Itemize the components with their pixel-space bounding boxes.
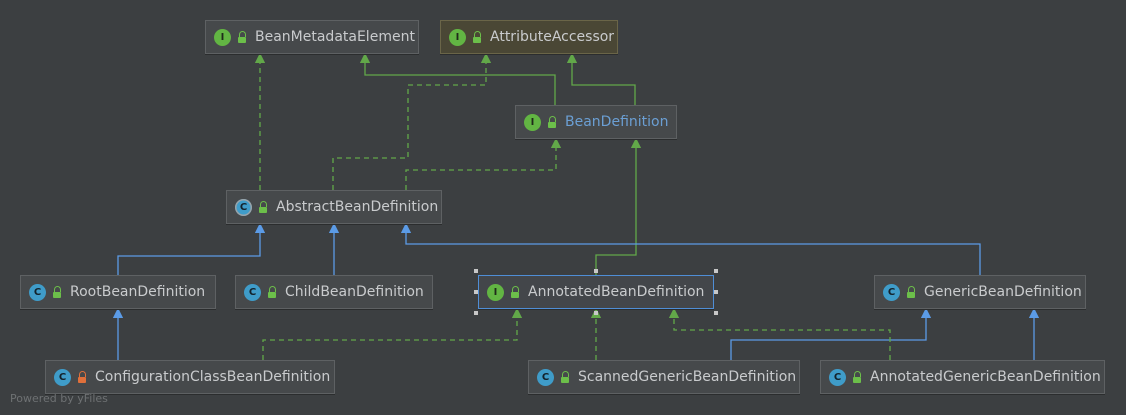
selection-handle[interactable]: [714, 290, 718, 294]
public-lock-icon: [547, 116, 557, 128]
node-label: ScannedGenericBeanDefinition: [578, 369, 797, 385]
public-lock-icon: [906, 286, 916, 298]
node-label: AnnotatedGenericBeanDefinition: [870, 369, 1101, 385]
edge-configclass-annotated: [262, 307, 523, 360]
public-lock-icon: [258, 201, 268, 213]
class-icon: C: [244, 283, 261, 301]
edge-generic-abstract: [400, 222, 981, 275]
class-icon: C: [537, 368, 554, 386]
yfiles-watermark: Powered by yFiles: [10, 392, 108, 405]
selection-handle[interactable]: [474, 290, 478, 294]
selection-handle[interactable]: [714, 269, 718, 273]
selection-handle[interactable]: [594, 269, 598, 273]
interface-icon: I: [449, 28, 466, 46]
edge-scanned-generic: [730, 307, 932, 360]
edge-beandefinition-beanmetadataelement: [359, 52, 556, 105]
edge-beandefinition-attributeaccessor: [566, 52, 636, 105]
class-icon: C: [829, 368, 846, 386]
edge-abstract-attributeaccessor: [332, 52, 492, 190]
selection-handle[interactable]: [594, 311, 598, 315]
node-bean-definition[interactable]: I BeanDefinition: [515, 105, 677, 139]
edge-root-abstract: [117, 222, 266, 275]
class-icon: C: [883, 283, 900, 301]
node-label: GenericBeanDefinition: [924, 284, 1082, 300]
node-label: AbstractBeanDefinition: [276, 199, 439, 215]
class-icon: C: [29, 283, 46, 301]
public-lock-icon: [237, 31, 247, 43]
node-generic-bean-definition[interactable]: C GenericBeanDefinition: [874, 275, 1086, 309]
node-label: BeanDefinition: [565, 114, 669, 130]
node-child-bean-definition[interactable]: C ChildBeanDefinition: [235, 275, 433, 309]
node-label: BeanMetadataElement: [255, 29, 415, 45]
public-lock-icon: [267, 286, 277, 298]
node-bean-metadata-element[interactable]: I BeanMetadataElement: [205, 20, 419, 54]
node-label: AnnotatedBeanDefinition: [528, 284, 705, 300]
node-annotated-bean-definition[interactable]: I AnnotatedBeanDefinition: [478, 275, 714, 309]
node-scanned-generic-bean-definition[interactable]: C ScannedGenericBeanDefinition: [528, 360, 800, 394]
node-abstract-bean-definition[interactable]: C AbstractBeanDefinition: [226, 190, 442, 224]
private-lock-icon: [77, 371, 87, 383]
selection-handle[interactable]: [474, 269, 478, 273]
node-label: ChildBeanDefinition: [285, 284, 424, 300]
class-icon: C: [54, 368, 71, 386]
interface-icon: I: [214, 28, 231, 46]
node-label: AttributeAccessor: [490, 29, 615, 45]
selection-handle[interactable]: [474, 311, 478, 315]
public-lock-icon: [852, 371, 862, 383]
public-lock-icon: [472, 31, 482, 43]
edge-annotatedgeneric-annotated: [668, 307, 891, 360]
selection-handle[interactable]: [714, 311, 718, 315]
edge-abstract-beandefinition: [405, 137, 562, 190]
node-configuration-class-bean-definition[interactable]: C ConfigurationClassBeanDefinition: [45, 360, 335, 394]
node-label: ConfigurationClassBeanDefinition: [95, 369, 331, 385]
abstract-class-icon: C: [235, 198, 252, 216]
public-lock-icon: [52, 286, 62, 298]
node-label: RootBeanDefinition: [70, 284, 206, 300]
node-attribute-accessor[interactable]: I AttributeAccessor: [440, 20, 618, 54]
public-lock-icon: [510, 286, 520, 298]
edge-annotated-beandefinition: [595, 137, 642, 275]
interface-icon: I: [487, 283, 504, 301]
node-root-bean-definition[interactable]: C RootBeanDefinition: [20, 275, 216, 309]
public-lock-icon: [560, 371, 570, 383]
interface-icon: I: [524, 113, 541, 131]
node-annotated-generic-bean-definition[interactable]: C AnnotatedGenericBeanDefinition: [820, 360, 1105, 394]
